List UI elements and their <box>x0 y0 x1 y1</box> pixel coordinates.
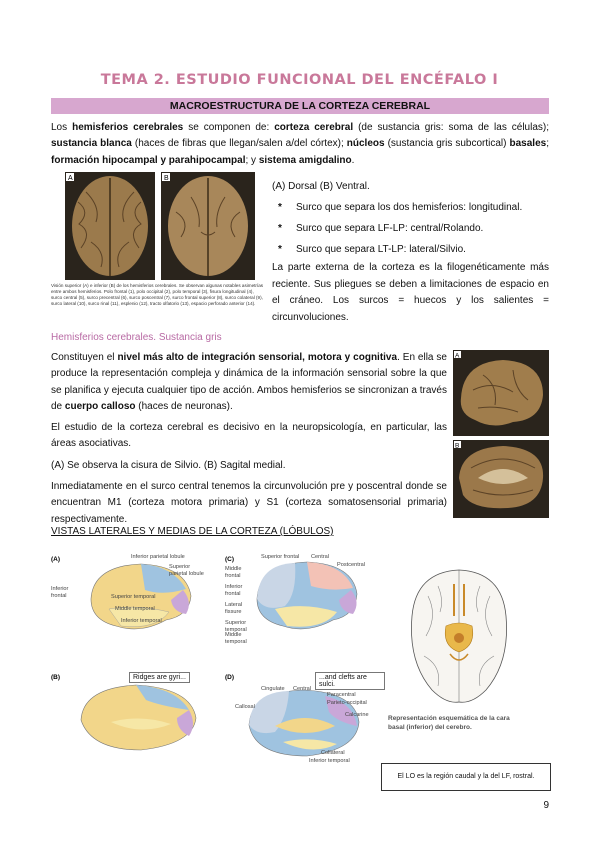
lobes-panel-d: (D) ...and clefts are sulci. Cingulate C… <box>225 670 385 770</box>
bullet-item: Surco que separa LT-LP: lateral/Silvio. <box>272 239 549 260</box>
grey-matter-p2: El estudio de la corteza cerebral es dec… <box>51 422 447 450</box>
lobes-panel-a: (A) Inferior parietal lobule Superior pa… <box>51 554 221 644</box>
section-bar: MACROESTRUCTURA DE LA CORTEZA CEREBRAL <box>51 98 549 114</box>
side-brain-figure: A B <box>453 350 549 518</box>
brain-photos: A B <box>65 172 255 280</box>
d-label: Central <box>293 686 312 692</box>
a-label: Inferior parietal lobule <box>131 554 185 560</box>
brain-dorsal-ventral-figure: A B <box>51 172 265 320</box>
p1-bold: cuerpo calloso <box>64 400 136 412</box>
intro-text: Los <box>51 122 73 133</box>
basal-brain-schematic <box>398 566 520 708</box>
d-label: Paracentral <box>327 692 356 698</box>
c-label: Postcentral <box>337 562 365 568</box>
fig1-caption: Visión superior (A) e inferior (B) de lo… <box>51 283 264 306</box>
p1-text: Constituyen el <box>51 352 118 363</box>
c-label: Superior frontal <box>261 554 300 560</box>
c-label: Middle temporal <box>225 632 247 645</box>
page-title: TEMA 2. ESTUDIO FUNCIONAL DEL ENCÉFALO I <box>100 72 499 88</box>
intro-text: (de sustancia gris: soma de las células)… <box>353 122 550 133</box>
bullet-item: Surco que separa LF-LP: central/Rolando. <box>272 218 549 239</box>
c-label: Inferior frontal <box>225 584 243 597</box>
intro-bold: formación hipocampal y parahipocampal <box>51 154 246 166</box>
fig1-label-b: B <box>164 175 169 182</box>
dorsal-ventral-line: (A) Dorsal (B) Ventral. <box>272 181 370 192</box>
intro-text: . <box>351 154 355 166</box>
callout-gyri: Ridges are gyri... <box>129 672 190 683</box>
a-label: Inferior temporal <box>121 618 162 624</box>
intro-text: (sustancia gris subcortical) <box>384 138 510 150</box>
d-label: Calcarine <box>345 712 369 718</box>
intro-bold: corteza cerebral <box>274 122 354 133</box>
grey-matter-text: Constituyen el nivel más alto de integra… <box>51 350 447 528</box>
panel-b-label: (B) <box>51 674 61 681</box>
grey-matter-p3: (A) Se observa la cisura de Silvio. (B) … <box>51 459 286 471</box>
page-number: 9 <box>543 800 549 811</box>
fig1-label-a: A <box>68 175 73 182</box>
intro-bold: basales <box>509 138 547 150</box>
intro-bold: núcleos <box>346 138 385 150</box>
grey-matter-p1: Constituyen el nivel más alto de integra… <box>51 350 447 415</box>
external-cortex-paragraph: La parte externa de la corteza es la fil… <box>272 262 549 323</box>
lobes-panel-c: (C) Superior frontal Central Postcentral… <box>225 554 385 645</box>
a-label: Superior parietal lobule <box>169 564 204 577</box>
panel-a-label: (A) <box>51 556 61 563</box>
side-label-a: A <box>455 353 460 360</box>
c-label: Middle frontal <box>225 566 242 579</box>
d-label: Inferior temporal <box>309 758 350 764</box>
bullet-item: Surco que separa los dos hemisferios: lo… <box>272 197 549 218</box>
intro-bold: sustancia blanca <box>51 138 132 150</box>
callout-sulci: ...and clefts are sulci. <box>315 672 385 690</box>
a-label: Middle temporal <box>115 606 155 612</box>
panel-c-label: (C) <box>225 556 235 563</box>
side-brain-photos: A B <box>453 350 549 518</box>
d-label: Parieto-occipital <box>327 700 367 706</box>
intro-text: (haces de fibras que llegan/salen a/del … <box>131 138 347 150</box>
intro-text: ; y <box>245 154 259 166</box>
section-heading-grey-matter: Hemisferios cerebrales. Sustancia gris <box>51 332 222 343</box>
side-label-b: B <box>455 443 459 450</box>
p1-text: (haces de neuronas). <box>135 400 233 412</box>
d-label: Cingulate <box>261 686 285 692</box>
intro-bold: hemisferios cerebrales <box>72 122 184 133</box>
p1-bold: nivel más alto de integración sensorial,… <box>117 352 398 363</box>
panel-d-label: (D) <box>225 674 235 681</box>
intro-text: se componen de: <box>183 122 275 133</box>
p1-text: . En ella se produce la representación c… <box>51 352 447 412</box>
d-label: Collateral <box>321 750 345 756</box>
c-label: Superior temporal <box>225 620 247 633</box>
intro-paragraph: Los hemisferios cerebrales se componen d… <box>51 120 549 169</box>
a-label: Inferior frontal <box>51 586 69 599</box>
lobes-heading: VISTAS LATERALES Y MEDIAS DE LA CORTEZA … <box>51 526 334 537</box>
intro-text: ; <box>546 138 549 150</box>
c-label: Lateral fissure <box>225 602 243 615</box>
lobes-panel-b: (B) Ridges are gyri... <box>51 670 221 756</box>
intro-bold: sistema amigdalino <box>258 154 352 166</box>
grey-matter-p4: Inmediatamente en el surco central tenem… <box>51 481 447 525</box>
basal-caption: Representación esquemática de la cara ba… <box>388 715 510 731</box>
d-label: Callosal <box>235 704 255 710</box>
note-box: El LO es la región caudal y la del LF, r… <box>381 763 551 791</box>
c-label: Central <box>311 554 330 560</box>
a-label: Superior temporal <box>111 594 156 600</box>
right-column: (A) Dorsal (B) Ventral. Surco que separa… <box>272 176 549 260</box>
